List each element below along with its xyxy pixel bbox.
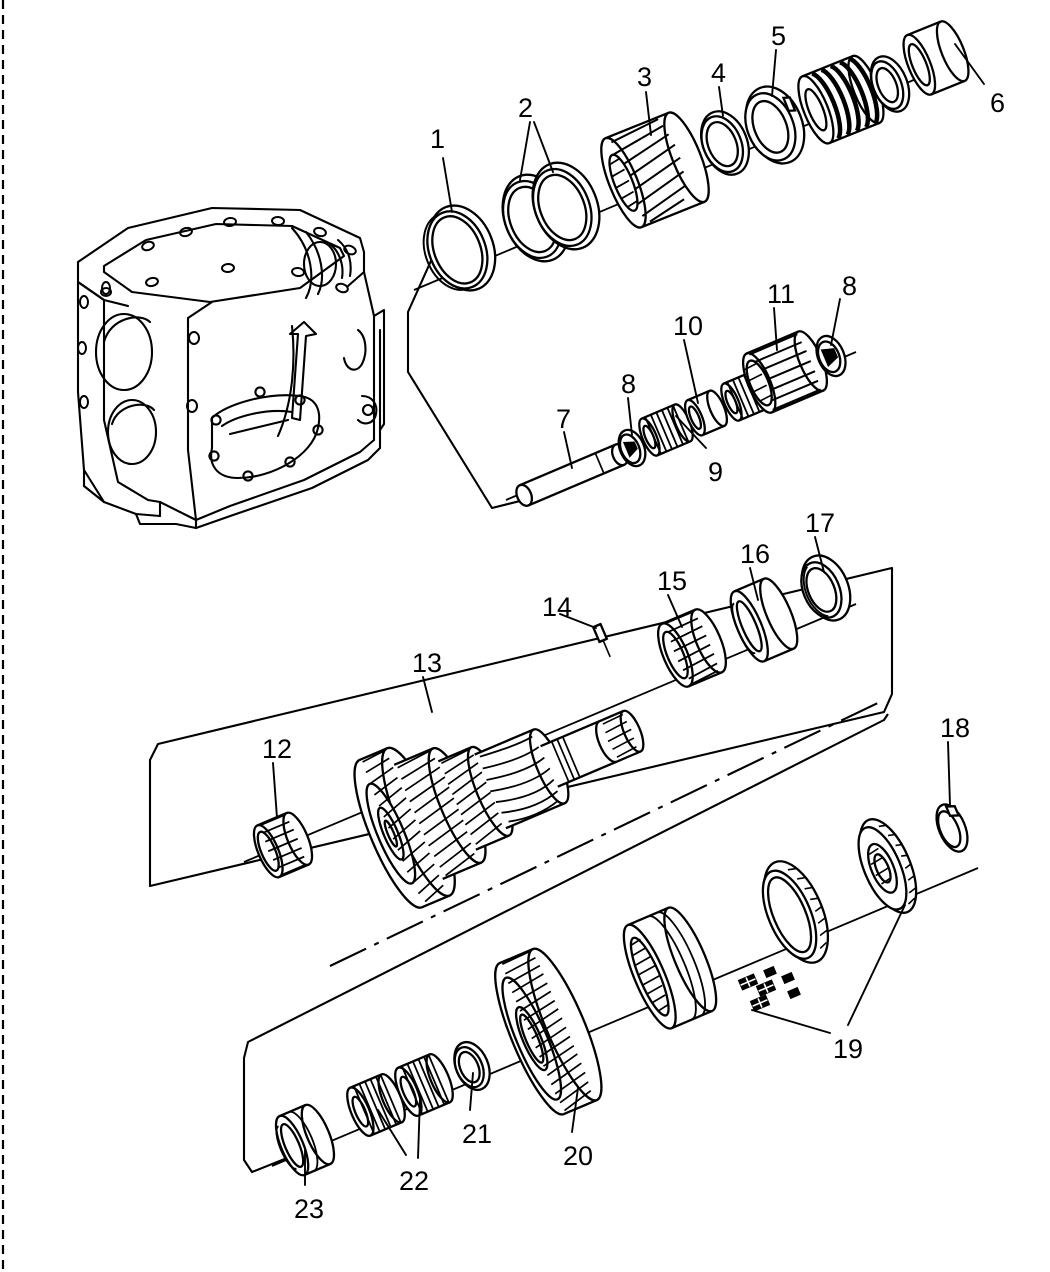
callout-number-2: 2	[518, 93, 534, 123]
part-13-countershaft-gear-cluster	[353, 709, 645, 909]
output-shaft-frame	[242, 713, 889, 1174]
leader-line-14	[559, 613, 597, 629]
part-19-blocker-ring	[761, 860, 830, 964]
leader-line-18	[947, 741, 951, 806]
leader-line-19	[751, 1009, 831, 1034]
axis-centerlines	[243, 57, 979, 1167]
callout-number-4: 4	[711, 58, 727, 88]
part-15-synchronizer-ring	[657, 608, 727, 688]
part-8-thrust-washer-small	[617, 428, 647, 468]
callout-number-11: 11	[767, 279, 796, 309]
part-18-snap-ring	[935, 803, 969, 853]
part-1-oil-seal-ring	[422, 204, 497, 292]
callout-number-6: 6	[990, 88, 1006, 118]
part-4-thrust-washer	[699, 110, 751, 176]
transmission-case-housing	[76, 206, 386, 530]
callout-number-15: 15	[657, 566, 688, 596]
callout-number-10: 10	[673, 311, 704, 341]
callout-number-21: 21	[462, 1119, 493, 1149]
leader-line-8	[830, 298, 841, 346]
part-19-synchro-hub	[857, 818, 918, 914]
callout-number-7: 7	[556, 404, 572, 434]
leader-line-20	[571, 1087, 579, 1133]
callout-number-16: 16	[740, 539, 771, 569]
leader-line-2	[533, 121, 554, 173]
part-10-spacer-bushing	[683, 389, 729, 437]
part-7-reverse-idler-shaft	[515, 443, 629, 507]
callout-number-20: 20	[563, 1141, 594, 1171]
part-21-thrust-washer-output	[453, 1041, 491, 1091]
input-shaft-group	[422, 20, 970, 292]
leader-line-16	[749, 567, 759, 601]
leader-line-13	[422, 676, 433, 713]
callout-number-14: 14	[542, 592, 573, 622]
part-11-reverse-idler-gear	[741, 330, 829, 414]
callout-number-8: 8	[621, 369, 637, 399]
callout-number-8b: 8	[842, 271, 858, 301]
leader-line-19	[847, 904, 906, 1026]
leader-line-22	[417, 1097, 421, 1159]
leader-line-6	[954, 43, 985, 85]
callout-number-23: 23	[294, 1194, 325, 1224]
part-17-seal-ring	[800, 554, 852, 622]
part-5-bearing-race	[744, 85, 806, 165]
leader-line-1	[442, 157, 453, 213]
countershaft-frame	[148, 566, 894, 888]
leader-line-15	[667, 594, 683, 628]
part-22-needle-bearing-a	[346, 1073, 406, 1137]
callout-number-18: 18	[940, 713, 971, 743]
leader-line-8	[627, 397, 633, 436]
part-6-roller-bearing-outer	[902, 20, 970, 96]
part-19-synchro-keys	[737, 965, 801, 1012]
callout-number-13: 13	[412, 648, 443, 678]
part-22-needle-bearing-b	[394, 1053, 454, 1117]
part-8b-thrust-washer-small	[815, 334, 847, 378]
callout-number-17: 17	[805, 508, 836, 538]
part-20-output-shaft-gear	[494, 947, 603, 1116]
leader-line-22	[377, 1109, 407, 1156]
callout-number-19: 19	[833, 1034, 864, 1064]
callout-number-22: 22	[399, 1166, 430, 1196]
part-14-retaining-pin	[591, 622, 611, 658]
output-shaft-group	[274, 803, 969, 1177]
callout-number-1: 1	[430, 124, 446, 154]
leader-line-4	[718, 86, 724, 117]
leader-line-2	[519, 121, 531, 181]
callout-number-5: 5	[771, 21, 787, 51]
leader-line-21	[469, 1072, 474, 1111]
leader-line-12	[272, 762, 278, 819]
part-23-output-bearing	[274, 1103, 336, 1177]
callout-number-9: 9	[708, 457, 724, 487]
leader-line-5	[771, 49, 777, 97]
countershaft-group	[252, 554, 852, 909]
callout-leader-lines	[272, 43, 985, 1186]
leader-line-7	[563, 431, 573, 469]
part-3-input-shaft-gear	[600, 111, 710, 229]
assembly-frames	[148, 213, 894, 1174]
part-16-ball-bearing	[729, 577, 799, 663]
input-washer	[869, 55, 911, 113]
leader-line-3	[645, 91, 652, 136]
roller-bearing-stack	[797, 54, 885, 145]
callout-number-12: 12	[262, 734, 293, 764]
leader-line-11	[773, 307, 778, 351]
part-12-pilot-bearing-gear	[252, 811, 314, 879]
input-shaft-frame	[406, 213, 525, 510]
cluster-shaft-journal	[540, 709, 645, 788]
leader-line-10	[683, 339, 699, 404]
callout-number-3: 3	[637, 62, 653, 92]
leader-line-17	[814, 536, 825, 573]
leader-line-9	[675, 415, 707, 449]
part-19-synchro-sleeve	[622, 906, 718, 1030]
